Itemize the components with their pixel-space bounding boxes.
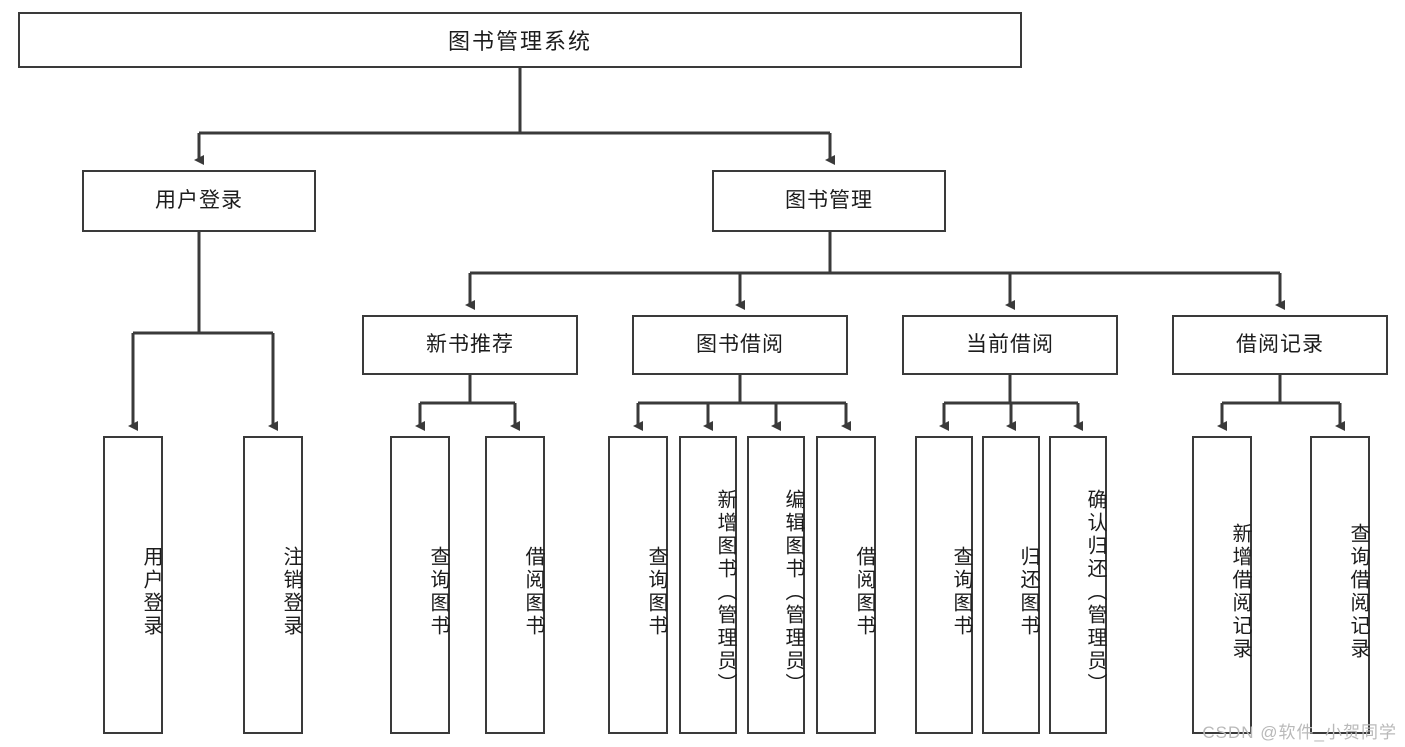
leaf-borrow-edit-book-admin[interactable]: 编辑图书（管理员）	[747, 436, 805, 734]
leaf-newbook-borrow-book[interactable]: 借阅图书	[485, 436, 545, 734]
node-book-management[interactable]: 图书管理	[712, 170, 946, 232]
leaf-label: 查询图书	[427, 546, 449, 638]
leaf-label: 编辑图书（管理员）	[782, 488, 804, 696]
leaf-label: 借阅图书	[853, 546, 875, 638]
csdn-watermark: CSDN @软件_小贺同学	[1202, 723, 1397, 742]
leaf-label: 查询借阅记录	[1347, 523, 1369, 661]
node-book-borrow[interactable]: 图书借阅	[632, 315, 848, 375]
leaf-label: 确认归还（管理员）	[1084, 488, 1106, 696]
node-user-login[interactable]: 用户登录	[82, 170, 316, 232]
node-borrow-record[interactable]: 借阅记录	[1172, 315, 1388, 375]
node-root[interactable]: 图书管理系统	[18, 12, 1022, 68]
leaf-current-confirm-return-admin[interactable]: 确认归还（管理员）	[1049, 436, 1107, 734]
leaf-borrow-borrow-book[interactable]: 借阅图书	[816, 436, 876, 734]
leaf-label: 新增借阅记录	[1229, 523, 1251, 661]
leaf-user-login[interactable]: 用户登录	[103, 436, 163, 734]
leaf-label: 借阅图书	[522, 546, 544, 638]
leaf-label: 新增图书（管理员）	[714, 488, 736, 696]
leaf-logout[interactable]: 注销登录	[243, 436, 303, 734]
node-current-borrow[interactable]: 当前借阅	[902, 315, 1118, 375]
leaf-label: 查询图书	[950, 546, 972, 638]
leaf-borrow-add-book-admin[interactable]: 新增图书（管理员）	[679, 436, 737, 734]
node-new-book-recommend[interactable]: 新书推荐	[362, 315, 578, 375]
leaf-current-return-book[interactable]: 归还图书	[982, 436, 1040, 734]
leaf-label: 查询图书	[645, 546, 667, 638]
leaf-current-query-book[interactable]: 查询图书	[915, 436, 973, 734]
leaf-borrow-query-book[interactable]: 查询图书	[608, 436, 668, 734]
leaf-label: 注销登录	[280, 546, 302, 638]
leaf-newbook-query-book[interactable]: 查询图书	[390, 436, 450, 734]
leaf-label: 归还图书	[1017, 546, 1039, 638]
leaf-record-add-record[interactable]: 新增借阅记录	[1192, 436, 1252, 734]
leaf-record-query-record[interactable]: 查询借阅记录	[1310, 436, 1370, 734]
leaf-label: 用户登录	[140, 546, 162, 638]
